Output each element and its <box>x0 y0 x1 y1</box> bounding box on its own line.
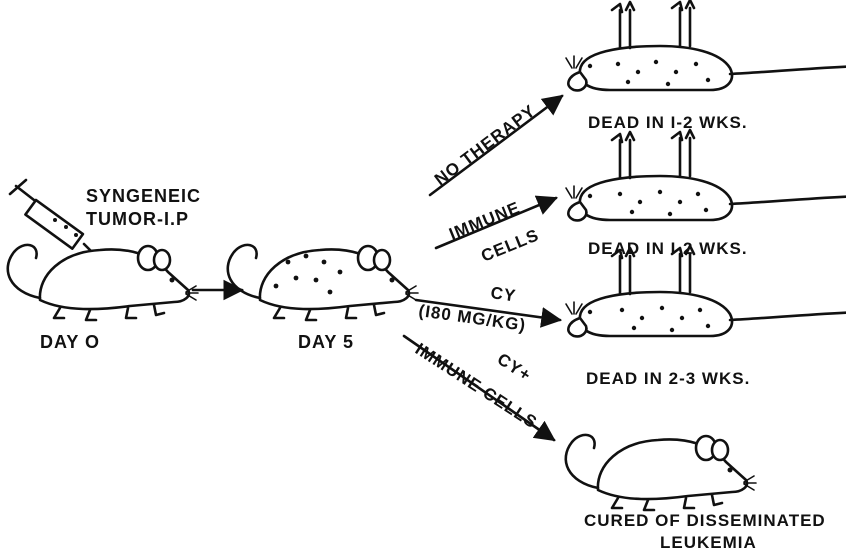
day0-label: DAY O <box>40 332 100 352</box>
outcome-1-label: DEAD IN I-2 WKS. <box>588 113 748 132</box>
outcome-4-line1: CURED OF DISSEMINATED <box>584 511 826 530</box>
dead-mouse-2-icon <box>566 130 846 220</box>
dead-mouse-3-icon <box>566 246 846 336</box>
tumor-ip-label: TUMOR-I.P <box>86 209 189 229</box>
cy-plus-label: CY+ <box>494 349 535 385</box>
no-therapy-label: NO THERAPY <box>431 101 539 189</box>
outcome-3-label: DEAD IN 2-3 WKS. <box>586 369 750 388</box>
cy-label: CY <box>489 283 517 305</box>
outcome-4-line2: LEUKEMIA <box>660 533 757 552</box>
mouse-day0-icon <box>8 245 198 320</box>
dead-mouse-1-icon <box>566 0 846 90</box>
cells-label: CELLS <box>478 225 541 265</box>
day5-label: DAY 5 <box>298 332 354 352</box>
mouse-day5-icon <box>228 245 418 320</box>
syngeneic-label: SYNGENEIC <box>86 186 201 206</box>
cy-dose-label: (I80 MG/KG) <box>417 301 527 335</box>
cured-mouse-icon <box>566 435 756 510</box>
immune-cells-label: IMMUNE CELLS <box>412 339 541 432</box>
